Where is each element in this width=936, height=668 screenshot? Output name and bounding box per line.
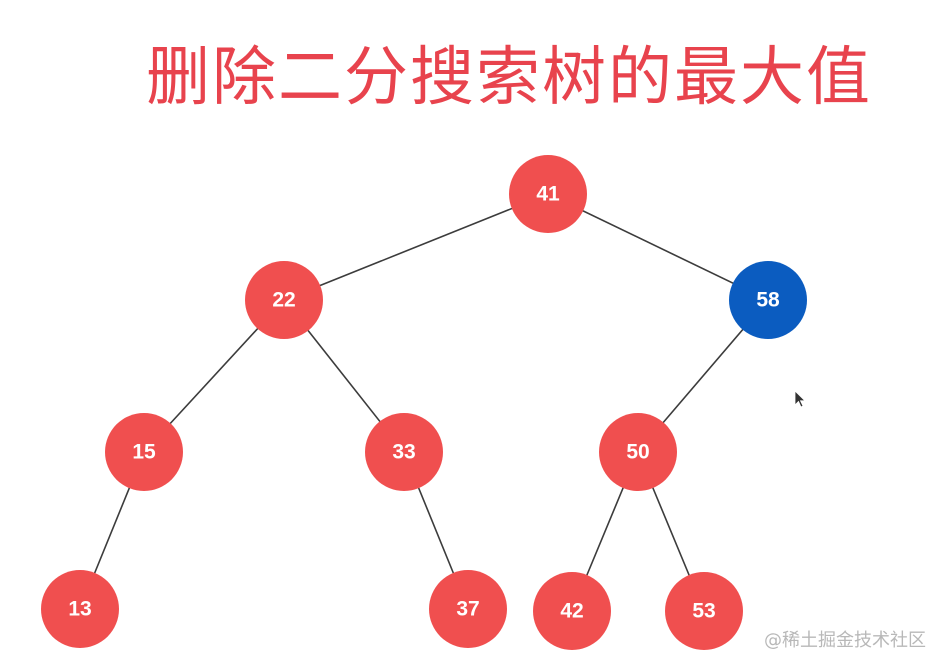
tree-node-circle-highlighted [729,261,807,339]
tree-node-circle [41,570,119,648]
tree-node-label: 33 [392,441,415,464]
tree-node-label: 41 [536,183,560,206]
mouse-pointer-icon [794,390,806,408]
tree-node-label: 13 [68,598,91,621]
tree-node-label: 42 [560,600,583,623]
tree-node-50: 50 [599,413,677,491]
tree-nodes: 41 22 58 15 33 50 13 37 42 53 [41,155,807,650]
tree-node-label: 15 [132,441,156,464]
tree-edge-41-22 [283,193,549,301]
tree-node-37: 37 [429,570,507,648]
tree-node-label: 22 [272,289,295,312]
tree-node-22: 22 [245,261,323,339]
diagram-title: 删除二分搜索树的最大值 [146,41,872,115]
tree-node-42: 42 [533,572,611,650]
tree-node-label: 37 [456,598,479,621]
tree-node-13: 13 [41,570,119,648]
tree-node-label: 50 [626,441,649,464]
tree-node-circle [599,413,677,491]
tree-node-circle [105,413,183,491]
tree-node-circle [245,261,323,339]
tree-node-label: 53 [692,600,715,623]
tree-node-circle [533,572,611,650]
tree-node-15: 15 [105,413,183,491]
watermark-text: @稀土掘金技术社区 [764,630,926,651]
tree-node-33: 33 [365,413,443,491]
tree-node-circle [509,155,587,233]
tree-node-58: 58 [729,261,807,339]
tree-node-circle [429,570,507,648]
tree-edges [79,193,769,612]
tree-node-41: 41 [509,155,587,233]
tree-node-circle [665,572,743,650]
tree-node-circle [365,413,443,491]
tree-edge-41-58 [547,193,769,301]
tree-node-53: 53 [665,572,743,650]
tree-node-label: 58 [756,289,780,312]
